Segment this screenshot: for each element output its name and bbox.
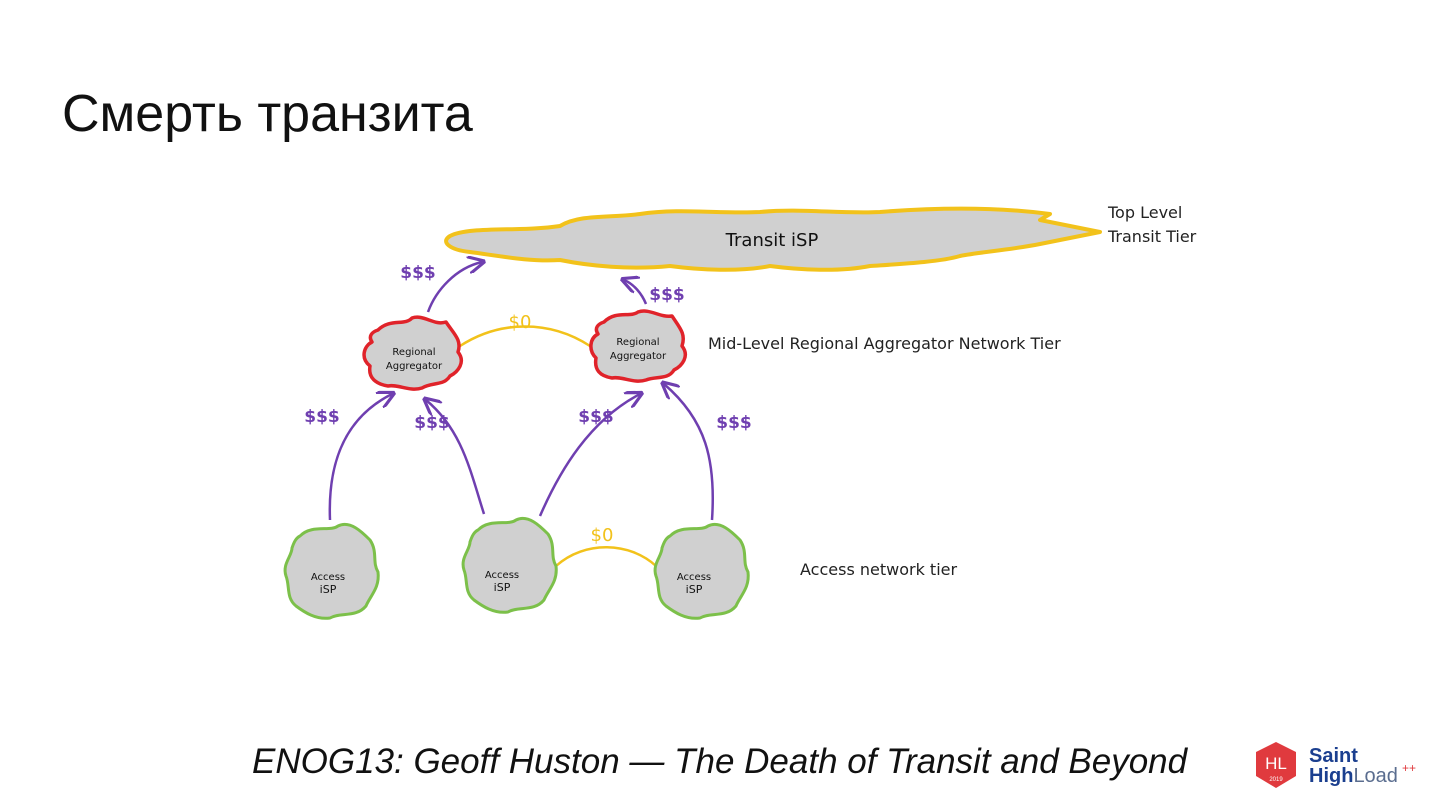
access-label-line2: iSP bbox=[494, 581, 511, 594]
logo-line2-light: Load bbox=[1353, 765, 1398, 787]
paid-label: $$$ bbox=[400, 263, 436, 283]
logo-badge-shape bbox=[1256, 742, 1296, 788]
logo-suffix: ++ bbox=[1402, 761, 1416, 775]
paid-arrow-access-middle-to-regional-right bbox=[538, 394, 640, 517]
access-isp-middle: Access iSP bbox=[461, 517, 558, 614]
access-peering-link bbox=[555, 546, 657, 567]
access-peering-label: $0 bbox=[591, 525, 614, 546]
access-isp-left: Access iSP bbox=[283, 523, 380, 620]
paid-arrow-regional-left-to-transit bbox=[426, 262, 482, 313]
paid-label: $$$ bbox=[716, 413, 752, 433]
regional-label-line2: Aggregator bbox=[386, 361, 443, 372]
paid-arrow-regional-right-to-transit bbox=[624, 280, 648, 305]
logo-line2: HighLoad bbox=[1309, 765, 1398, 787]
regional-cloud-shape bbox=[589, 309, 687, 383]
access-cloud-shape bbox=[653, 523, 750, 620]
regional-cloud-shape bbox=[362, 315, 463, 391]
access-label-line1: Access bbox=[485, 570, 519, 581]
transit-isp-node: Transit iSP bbox=[444, 206, 1102, 272]
access-cloud-shape bbox=[461, 517, 558, 614]
slide-title: Смерть транзита bbox=[62, 85, 473, 143]
regional-label-line1: Regional bbox=[616, 337, 659, 348]
transit-cloud-shape bbox=[444, 206, 1102, 272]
regional-peering-label: $0 bbox=[509, 312, 532, 333]
regional-aggregator-right: Regional Aggregator bbox=[589, 309, 687, 383]
saint-highload-logo: HL 2019 Saint HighLoad ++ bbox=[1256, 742, 1416, 788]
access-label-line1: Access bbox=[311, 572, 345, 583]
paid-arrow-access-right-to-regional-right bbox=[664, 384, 715, 521]
paid-arrow-access-middle-to-regional-left bbox=[426, 400, 486, 515]
paid-label: $$$ bbox=[649, 285, 685, 305]
access-isp-right: Access iSP bbox=[653, 523, 750, 620]
access-cloud-shape bbox=[283, 523, 380, 620]
access-label-line2: iSP bbox=[320, 583, 337, 596]
logo-line2-bold: High bbox=[1309, 765, 1353, 787]
paid-label: $$$ bbox=[578, 407, 614, 427]
regional-aggregator-left: Regional Aggregator bbox=[362, 315, 463, 391]
logo-year: 2019 bbox=[1269, 777, 1283, 783]
tier-label-access: Access network tier bbox=[800, 560, 957, 579]
transit-isp-label: Transit iSP bbox=[725, 230, 819, 251]
regional-label-line2: Aggregator bbox=[610, 351, 667, 362]
tier-label-top-line1: Top Level bbox=[1107, 203, 1182, 222]
footer-caption: ENOG13: Geoff Huston — The Death of Tran… bbox=[252, 742, 1188, 781]
access-label-line2: iSP bbox=[686, 583, 703, 596]
regional-label-line1: Regional bbox=[392, 347, 435, 358]
regional-peering-link bbox=[459, 325, 591, 348]
paid-arrow-access-left-to-regional-left bbox=[328, 394, 392, 521]
tier-label-mid: Mid-Level Regional Aggregator Network Ti… bbox=[708, 334, 1061, 353]
logo-line1: Saint bbox=[1309, 745, 1358, 767]
logo-badge-text: HL bbox=[1265, 754, 1287, 773]
access-label-line1: Access bbox=[677, 572, 711, 583]
paid-label: $$$ bbox=[414, 413, 450, 433]
paid-label: $$$ bbox=[304, 407, 340, 427]
tier-label-top-line2: Transit Tier bbox=[1107, 227, 1197, 246]
